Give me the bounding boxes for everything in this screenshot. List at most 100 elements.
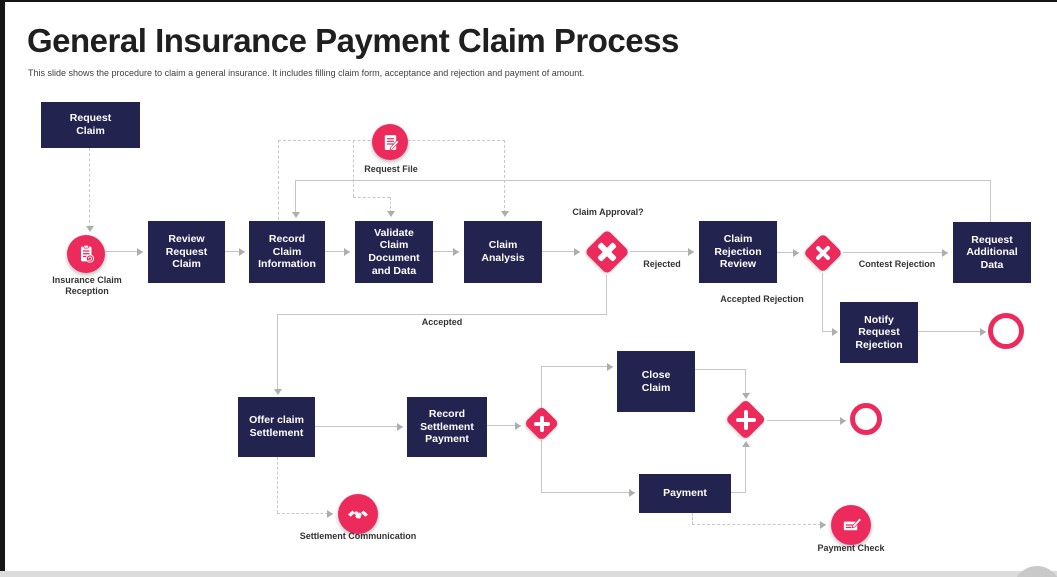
task-label: Claim Analysis <box>481 239 525 264</box>
arrowhead <box>980 328 986 336</box>
label-settlement-communication: Settlement Communication <box>299 531 417 541</box>
task-label: Notify Request Rejection <box>855 313 903 351</box>
arrowhead <box>629 489 635 497</box>
task-close-claim: Close Claim <box>617 351 695 412</box>
dashed-connector <box>89 148 90 228</box>
task-review-request-claim: Review Request Claim <box>148 221 225 283</box>
connector <box>767 420 846 421</box>
task-label: Offer claim Settlement <box>249 414 304 439</box>
page-subtitle: This slide shows the procedure to claim … <box>28 68 585 78</box>
label-claim-approval: Claim Approval? <box>572 207 644 217</box>
connector <box>822 331 837 332</box>
arrowhead <box>742 441 750 447</box>
connector <box>843 252 948 253</box>
arrowhead <box>86 226 94 232</box>
arrowhead <box>832 328 838 336</box>
task-offer-claim-settlement: Offer claim Settlement <box>238 397 315 457</box>
arrowhead <box>292 212 300 218</box>
task-label: Request Claim <box>69 112 112 137</box>
plus-icon <box>725 399 767 441</box>
connector <box>822 273 823 331</box>
connector <box>277 314 278 391</box>
insurance-claim-reception-artifact <box>67 235 105 273</box>
dashed-connector <box>390 197 391 213</box>
connector <box>541 492 635 493</box>
plus-icon <box>524 406 560 442</box>
bottom-border <box>0 571 1057 577</box>
connector <box>606 275 607 315</box>
task-record-settlement-payment: Record Settlement Payment <box>407 397 487 457</box>
connector <box>541 440 542 492</box>
settlement-communication-artifact <box>338 494 378 534</box>
task-label: Validate Claim Document and Data <box>368 226 420 277</box>
arrowhead <box>820 521 826 529</box>
arrowhead <box>742 393 750 399</box>
task-label: Close Claim <box>641 368 671 394</box>
arrowhead <box>793 249 799 257</box>
dashed-connector <box>277 513 333 514</box>
task-label: Record Settlement Payment <box>420 408 474 446</box>
task-record-claim-information: Record Claim Information <box>249 221 325 283</box>
connector <box>745 369 746 395</box>
connector <box>695 369 746 370</box>
task-label: Review Request Claim <box>165 233 208 271</box>
dashed-connector <box>692 513 693 524</box>
arrowhead <box>274 389 282 395</box>
arrowhead <box>607 363 613 371</box>
page-title: General Insurance Payment Claim Process <box>27 22 679 59</box>
arrowhead <box>397 423 403 431</box>
rejection-review-gateway <box>803 233 843 273</box>
connector <box>105 251 143 252</box>
task-label: Claim Rejection Review <box>714 233 762 271</box>
task-label: Payment <box>663 487 707 500</box>
connector <box>315 426 403 427</box>
label-rejected: Rejected <box>643 259 681 269</box>
arrowhead <box>344 248 350 256</box>
left-border <box>0 0 5 577</box>
connector <box>990 181 991 222</box>
task-request-additional-data: Request Additional Data <box>953 222 1031 283</box>
dashed-connector <box>504 140 505 213</box>
connector <box>541 366 542 408</box>
connector <box>630 251 694 252</box>
connector <box>295 180 991 181</box>
task-label: Request Additional Data <box>966 233 1018 271</box>
label-accepted-rejection: Accepted Rejection <box>720 294 804 304</box>
arrowhead <box>501 211 509 217</box>
arrowhead <box>387 211 395 217</box>
task-claim-analysis: Claim Analysis <box>464 221 542 283</box>
corner-button[interactable] <box>1013 566 1057 577</box>
end-event-settlement <box>850 403 882 435</box>
payment-check-artifact <box>831 505 871 545</box>
label-request-file: Request File <box>364 164 418 174</box>
cheque-pen-icon <box>843 517 862 530</box>
settlement-split-gateway <box>524 406 560 442</box>
task-request-claim: Request Claim <box>41 102 140 148</box>
connector <box>777 252 799 253</box>
arrowhead <box>515 422 521 430</box>
arrowhead <box>840 417 846 425</box>
label-payment-check: Payment Check <box>817 543 885 553</box>
task-notify-request-rejection: Notify Request Rejection <box>840 302 918 363</box>
task-label: Record Claim Information <box>258 233 316 271</box>
arrowhead <box>688 248 694 256</box>
arrowhead <box>239 248 245 256</box>
dashed-connector <box>277 457 278 513</box>
task-payment: Payment <box>639 474 731 513</box>
x-mark-icon <box>795 225 852 282</box>
connector <box>731 492 746 493</box>
dashed-connector <box>353 140 354 197</box>
connector <box>325 251 350 252</box>
connector <box>542 251 580 252</box>
settlement-join-gateway <box>725 399 767 441</box>
x-mark-icon <box>574 219 639 284</box>
handshake-icon <box>348 510 368 519</box>
dashed-connector <box>278 140 279 220</box>
dashed-connector <box>353 197 390 198</box>
document-edit-icon <box>384 134 399 150</box>
arrowhead <box>327 510 333 518</box>
arrowhead <box>574 248 580 256</box>
connector <box>225 251 245 252</box>
connector <box>487 425 521 426</box>
